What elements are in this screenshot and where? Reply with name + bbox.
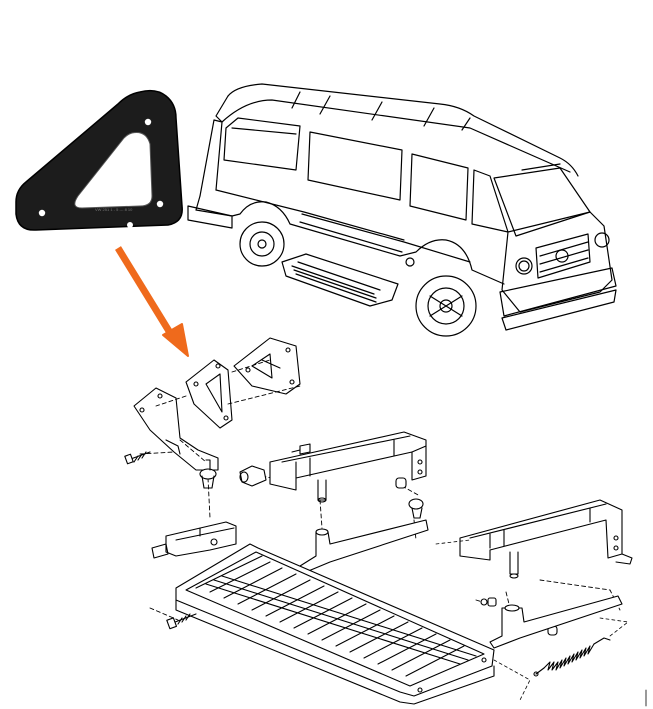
outrigger-front — [299, 519, 429, 573]
mounting-plate-rear — [233, 337, 301, 395]
spring-icon — [533, 637, 611, 677]
outrigger-rear — [489, 595, 623, 649]
crossmember-bracket-rear — [459, 499, 633, 579]
crossmember-bracket-front — [269, 431, 427, 503]
reference-lines — [435, 539, 629, 701]
screw-icon — [166, 613, 197, 630]
van-illustration — [187, 83, 617, 337]
hole-icon — [144, 118, 152, 126]
running-board-assembly-drawing — [124, 337, 647, 707]
hinge-bracket — [151, 521, 237, 559]
pointer-arrow — [115, 246, 189, 357]
gasket-drawing — [185, 359, 233, 429]
hole-icon — [156, 200, 164, 208]
front-bracket — [133, 387, 219, 471]
bushing-icon — [239, 465, 267, 487]
bushing-icon — [408, 498, 424, 519]
bushing-icon — [199, 459, 217, 489]
hole-icon — [38, 209, 46, 217]
part-stamp: VW 251 1 - 5 --- 8 10 — [95, 207, 133, 212]
hole-icon — [127, 222, 133, 228]
screw-icon — [124, 451, 151, 465]
gasket-part-photo: VW 251 1 - 5 --- 8 10 — [15, 89, 183, 231]
running-board — [175, 543, 495, 705]
